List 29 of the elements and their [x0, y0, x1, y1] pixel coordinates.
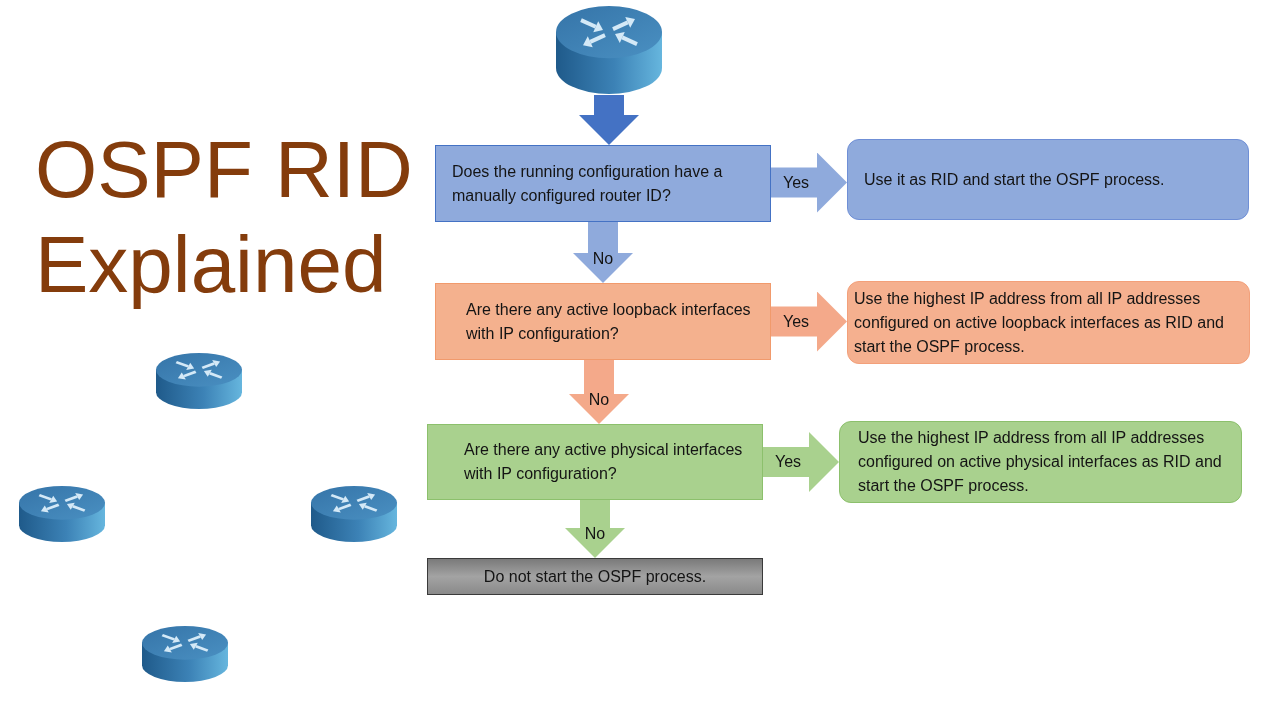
- node-text: Do not start the OSPF process.: [483, 566, 707, 587]
- node-text: Use it as RID and start the OSPF process.: [864, 169, 1165, 190]
- node-text: Use the highest IP address from all IP addresses configured on active loopback interfaces as RID and start the OSPF process.: [854, 288, 1225, 357]
- block-arrow: [565, 500, 625, 558]
- block-arrow: [763, 432, 839, 492]
- title: OSPF RID Explained: [35, 124, 414, 311]
- edge-label: Yes: [782, 311, 810, 332]
- node-text: Does the running configuration have a manually configured router ID?: [452, 161, 724, 206]
- edge-label: No: [584, 524, 606, 544]
- block-arrow: [771, 152, 847, 213]
- edge-label: Yes: [774, 452, 802, 472]
- decision-box: [435, 145, 771, 222]
- node-text: Are there any active physical interfaces with IP configuration?: [464, 440, 744, 484]
- process-box: [847, 139, 1249, 220]
- node-text: Are there any active loopback interfaces with IP configuration?: [466, 299, 752, 344]
- router-icon: [555, 5, 663, 95]
- block-arrow: [579, 95, 639, 145]
- block-arrow: [771, 291, 847, 352]
- end-box: [427, 558, 763, 595]
- block-arrow: [573, 222, 633, 283]
- edge-label: No: [588, 390, 610, 410]
- edge-label: No: [592, 249, 614, 269]
- process-box: [839, 421, 1242, 503]
- decision-box: [435, 283, 771, 360]
- edge-label: Yes: [782, 172, 810, 193]
- node-text: Use the highest IP address from all IP addresses configured on active physical interfaces as RID and start the OSPF process.: [858, 428, 1223, 496]
- process-box: [847, 281, 1250, 364]
- block-arrow: [569, 360, 629, 424]
- decision-box: [427, 424, 763, 500]
